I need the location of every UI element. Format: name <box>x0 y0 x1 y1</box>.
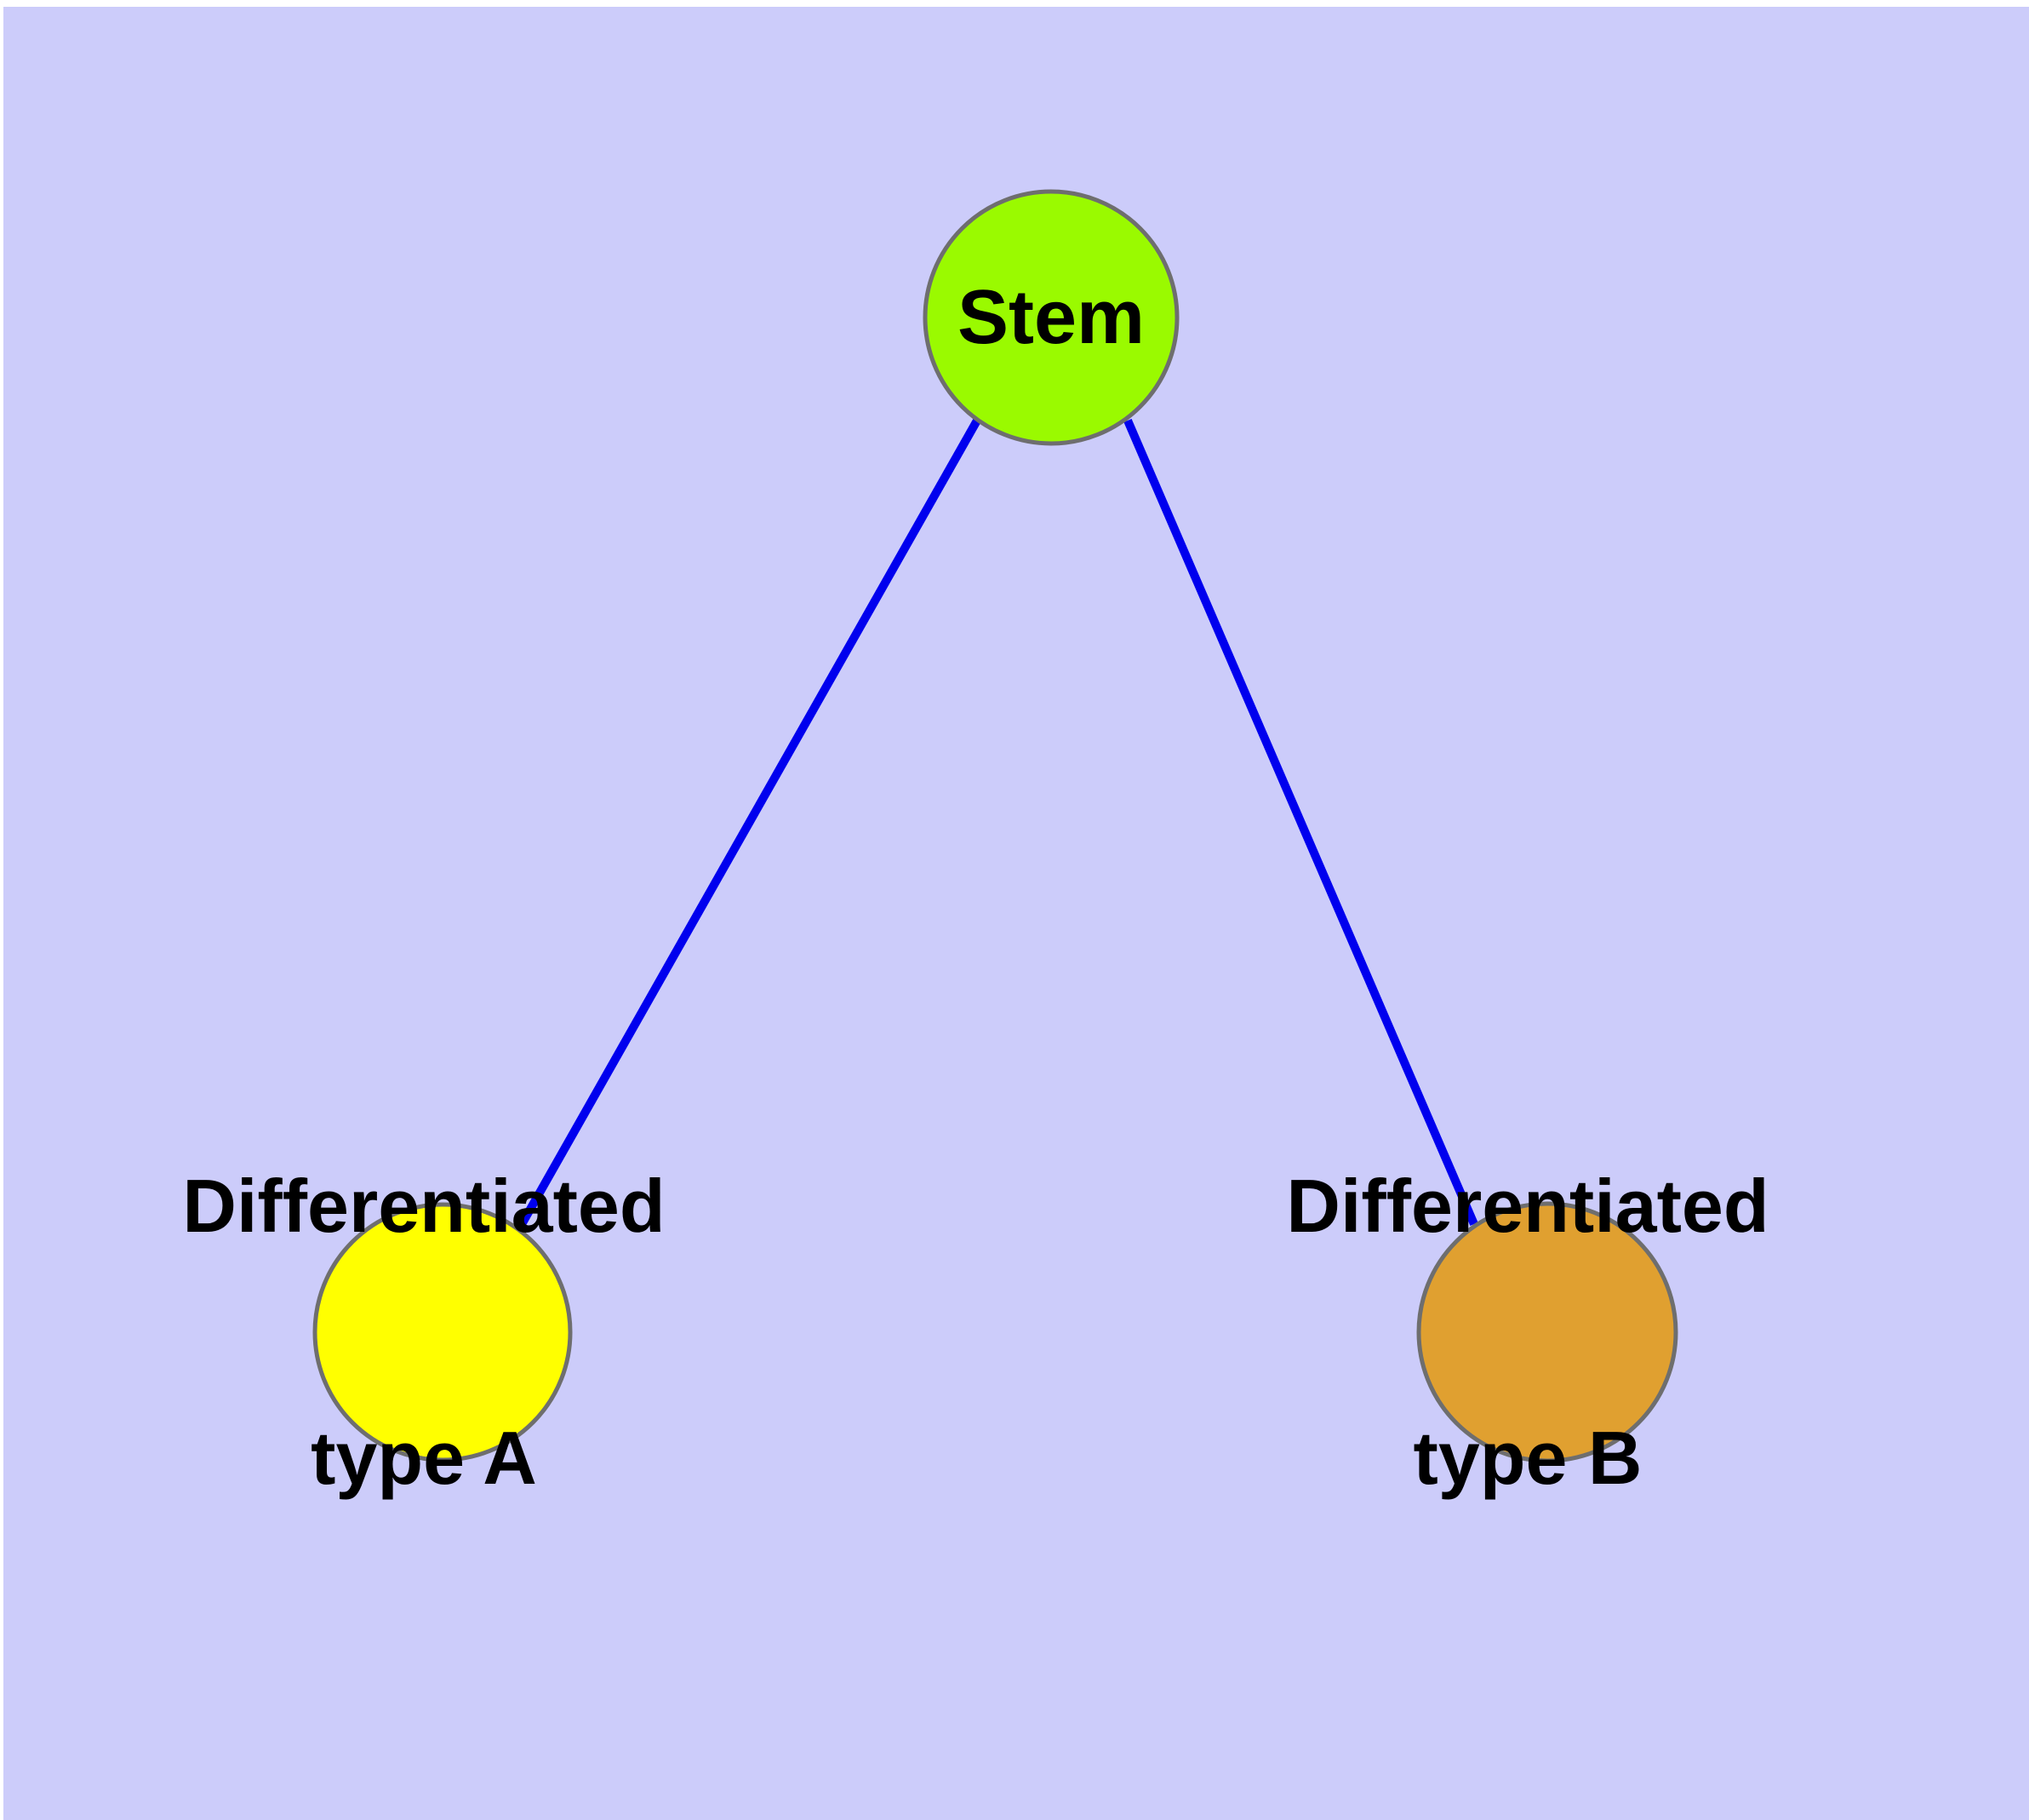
edge-stem-to-differentiated-type-a <box>517 418 981 1228</box>
edge-stem-to-differentiated-type-b <box>1123 419 1478 1226</box>
node-differentiated-type-a[interactable] <box>312 1202 573 1462</box>
node-stem[interactable] <box>923 189 1180 446</box>
node-differentiated-type-b[interactable] <box>1416 1201 1678 1463</box>
